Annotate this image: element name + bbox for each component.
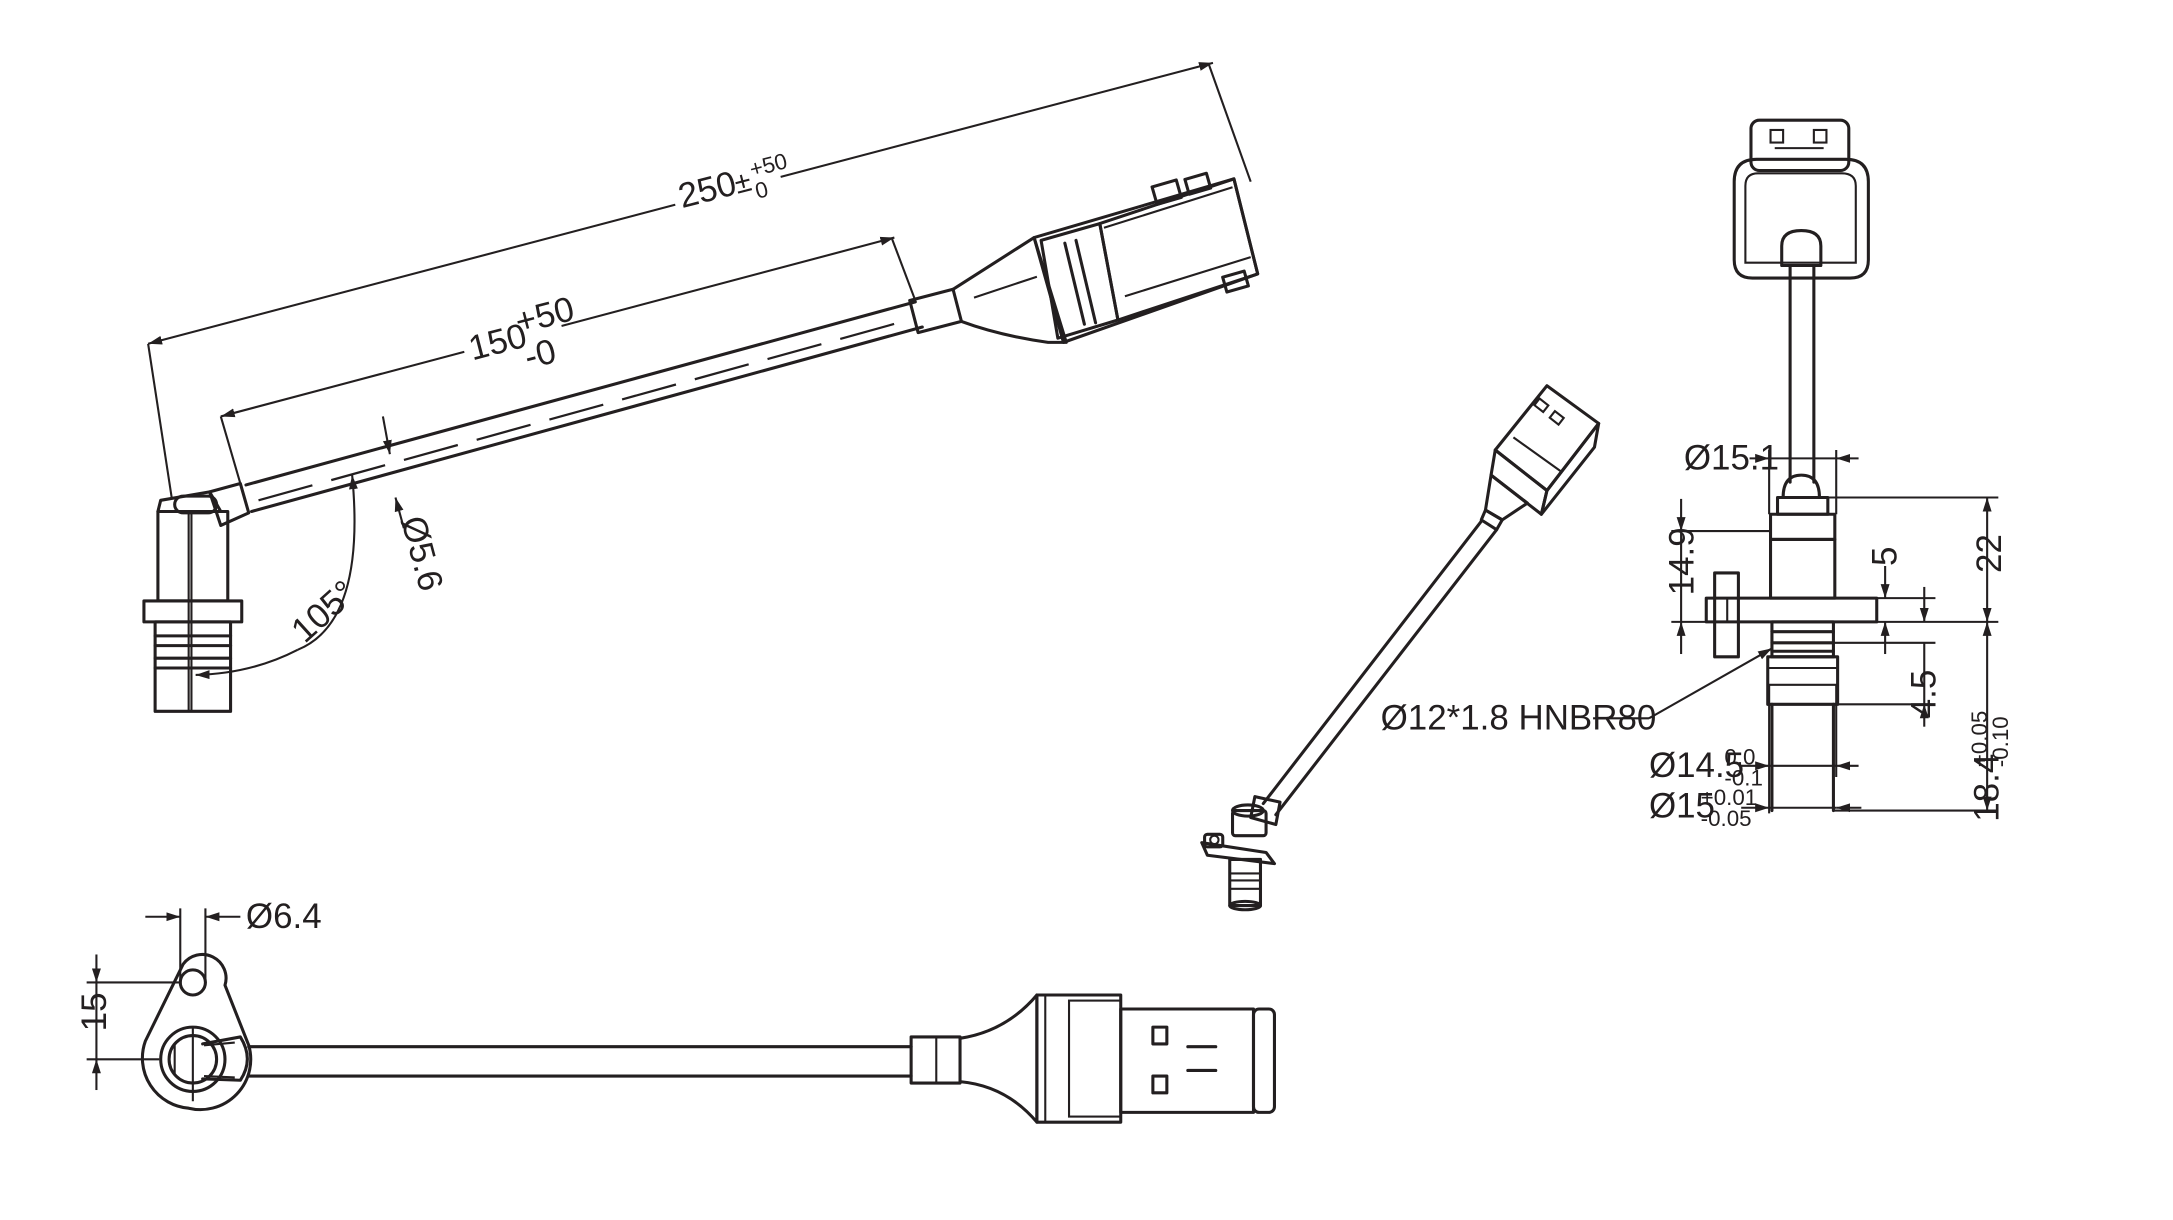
front-view: Ø15.1 14.9 22 5 bbox=[1381, 118, 2013, 831]
dim-partial-length: 150 +50 -0 bbox=[219, 236, 917, 484]
dim-bend-angle-value: 105° bbox=[284, 573, 364, 650]
dim-shaft-length: 18.4 +0.05 -0.10 bbox=[1833, 621, 2013, 822]
dim-groove-height: 4.5 bbox=[1833, 586, 1943, 727]
side-view-angled: 250 ± +50 0 150 +50 -0 Ø5.6 bbox=[142, 61, 1260, 713]
mounting-hole bbox=[178, 968, 207, 997]
dim-cap-diameter: Ø15.1 bbox=[1684, 439, 1859, 515]
dim-shaft-length-tol-lower: -0.10 bbox=[1988, 716, 2013, 767]
dim-flange-thickness: 5 bbox=[1865, 547, 1936, 655]
dim-flange-thickness-value: 5 bbox=[1865, 547, 1904, 566]
sensor-body bbox=[142, 481, 251, 713]
isometric-view bbox=[1200, 384, 1601, 912]
top-view: Ø6.4 15 bbox=[75, 897, 1276, 1124]
dim-total-height-value: 22 bbox=[1970, 534, 2009, 573]
dim-groove-diameter-value: Ø14.5 bbox=[1649, 746, 1744, 785]
dim-shaft-length-value: 18.4 bbox=[1967, 754, 2006, 822]
dim-cable-diameter-value: Ø5.6 bbox=[393, 512, 450, 595]
oring-callout: Ø12*1.8 HNBR80 bbox=[1381, 647, 1773, 737]
dim-hole-diameter-value: Ø6.4 bbox=[246, 897, 322, 936]
svg-text:±: ± bbox=[731, 165, 755, 201]
dim-shaft-length-tol-upper: +0.05 bbox=[1967, 711, 1992, 768]
dim-shaft-diameter-tol-lower: -0.05 bbox=[1701, 806, 1752, 831]
dim-shaft-diameter-value: Ø15 bbox=[1649, 787, 1715, 826]
dim-cap-diameter-value: Ø15.1 bbox=[1684, 439, 1779, 478]
dim-groove-height-value: 4.5 bbox=[1904, 670, 1943, 719]
dim-groove-diameter: Ø14.5 0.0 -0.1 bbox=[1649, 684, 1859, 814]
cable bbox=[244, 236, 1068, 514]
dim-groove-diameter-tol-lower: -0.1 bbox=[1724, 765, 1763, 790]
dim-flange-width-value: 15 bbox=[75, 992, 114, 1031]
dim-total-height: 22 bbox=[1827, 496, 2009, 623]
dim-total-length-tol-lower: 0 bbox=[752, 176, 770, 203]
dim-groove-diameter-tol-upper: 0.0 bbox=[1724, 744, 1755, 769]
oring-callout-text: Ø12*1.8 HNBR80 bbox=[1381, 698, 1657, 737]
connector bbox=[1032, 171, 1260, 344]
dim-shaft-diameter: Ø15 +0.01 -0.05 bbox=[1649, 785, 1862, 831]
dim-flange-width: 15 bbox=[75, 954, 182, 1091]
dim-hole-diameter: Ø6.4 bbox=[145, 897, 322, 983]
dim-body-height: 14.9 bbox=[1663, 498, 1771, 655]
dim-body-height-value: 14.9 bbox=[1663, 527, 1702, 595]
dim-shaft-diameter-tol-upper: +0.01 bbox=[1701, 785, 1758, 810]
